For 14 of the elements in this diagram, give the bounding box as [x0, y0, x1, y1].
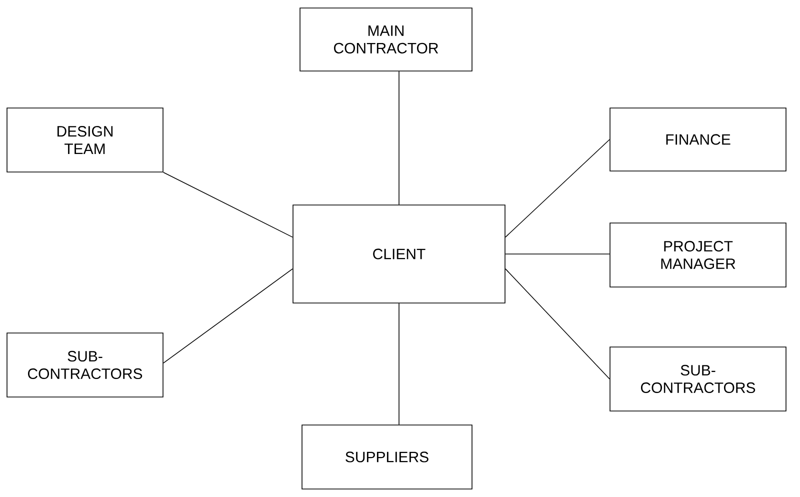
connector-line [163, 268, 293, 364]
connector-line [163, 172, 293, 238]
box: DESIGN TEAM [6, 108, 164, 172]
box: SUB-CONTRACTORS [610, 346, 786, 412]
box: FINANCE [610, 108, 786, 172]
box: PROJECT MANAGER [610, 222, 786, 288]
box: MAIN CONTRACTOR [300, 8, 472, 72]
box: CLIENT [292, 204, 506, 304]
connector-line [398, 71, 400, 205]
connector-line [505, 139, 610, 238]
box: SUB-CONTRACTORS [6, 332, 164, 398]
connector-line [505, 268, 610, 380]
box: SUPPLIERS [302, 424, 472, 490]
connector-line [398, 303, 400, 425]
